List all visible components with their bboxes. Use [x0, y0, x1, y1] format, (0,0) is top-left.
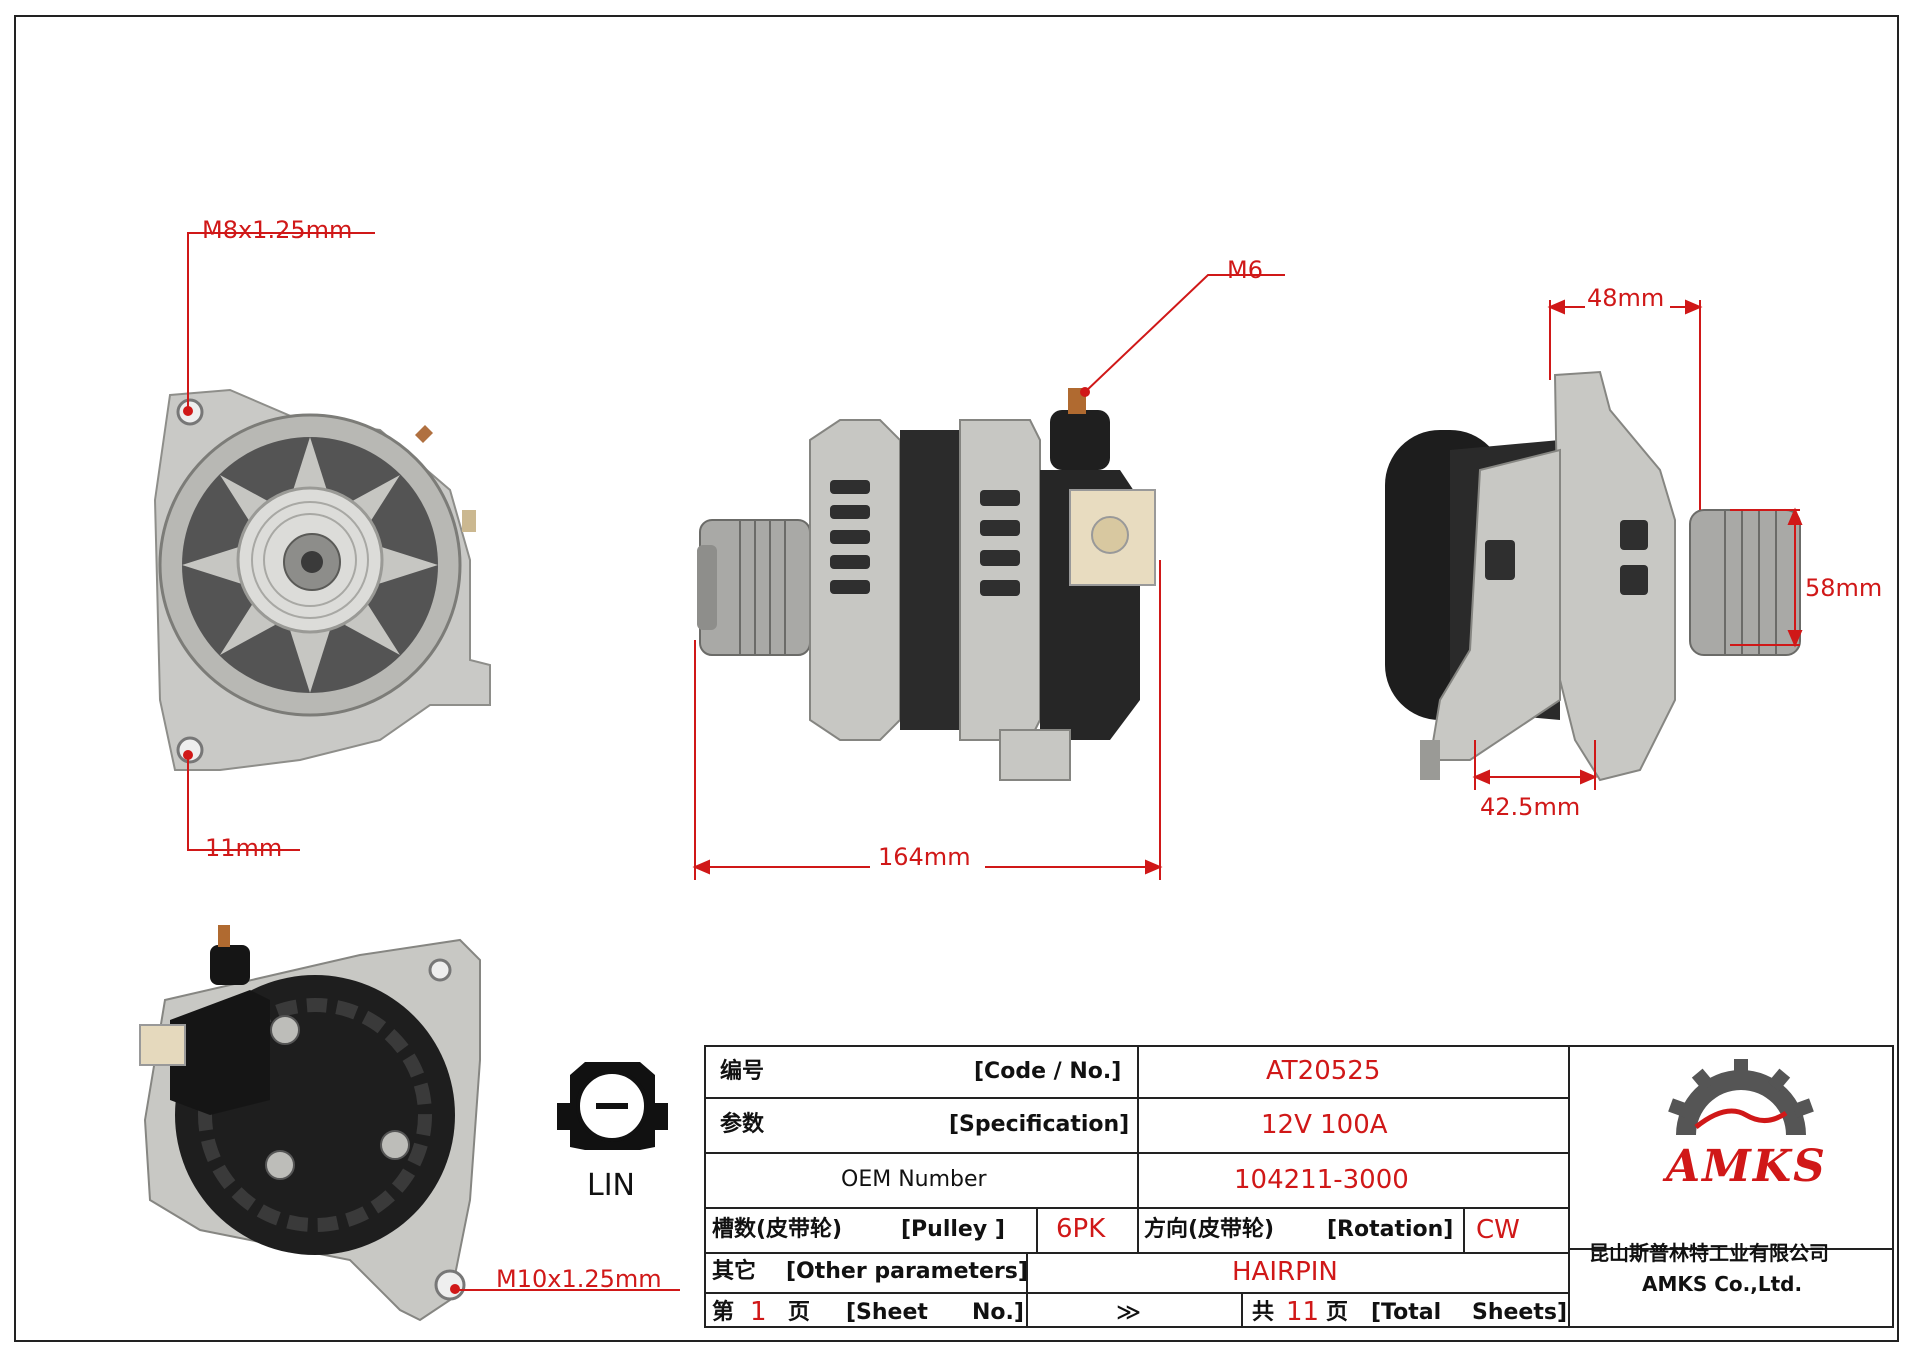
other-label-en: [Other parameters] [786, 1259, 1028, 1284]
dimension-hole-bottom: 11mm [205, 834, 283, 862]
other-label-cn: 其它 [712, 1259, 757, 1284]
sheet-label-en: [Sheet [846, 1300, 928, 1325]
dimension-length: 164mm [878, 843, 971, 871]
dimension-terminal: M6 [1227, 256, 1263, 284]
rear-side-view-image [1385, 370, 1801, 782]
dimension-width-48: 48mm [1587, 284, 1665, 312]
rotation-value: CW [1476, 1215, 1520, 1245]
sheet-prefix-cn: 第 [712, 1300, 735, 1325]
sheet-number: 1 [750, 1297, 767, 1327]
sheet-suffix-cn: 页 [788, 1300, 811, 1325]
total-label-en2: Sheets] [1472, 1300, 1568, 1325]
company-name-en: AMKS Co.,Ltd. [1642, 1272, 1803, 1296]
drawing-frame [14, 15, 1899, 1342]
total-label-en: [Total [1371, 1300, 1442, 1325]
total-prefix-cn: 共 [1252, 1300, 1275, 1325]
pulley-value: 6PK [1056, 1214, 1106, 1244]
oem-label: OEM Number [841, 1167, 987, 1192]
dimension-mount-width: 42.5mm [1480, 793, 1581, 821]
pulley-label-en: [Pulley ] [901, 1217, 1005, 1242]
dimension-pulley-diameter: 58mm [1805, 574, 1883, 602]
code-label-en: [Code / No.] [974, 1059, 1122, 1084]
rear-view-image [139, 925, 481, 1322]
company-name-cn: 昆山斯普林特工业有限公司 [1589, 1241, 1829, 1265]
spec-value: 12V 100A [1261, 1110, 1388, 1140]
dimension-thread-top: M8x1.25mm [202, 216, 353, 244]
rotation-label-cn: 方向(皮带轮) [1144, 1217, 1275, 1242]
total-suffix-cn: 页 [1326, 1300, 1349, 1325]
spec-label-en: [Specification] [949, 1112, 1130, 1137]
title-block: 编号 [Code / No.] AT20525 参数 [Specificatio… [704, 1045, 1894, 1328]
next-sheet-arrow: ≫ [1116, 1298, 1142, 1326]
dimension-thread-bottom: M10x1.25mm [496, 1265, 662, 1293]
code-value: AT20525 [1266, 1056, 1381, 1086]
front-view-image [153, 388, 491, 771]
spec-label-cn: 参数 [720, 1112, 765, 1137]
dimension-lines [183, 232, 1803, 1294]
lin-connector-icon [557, 1062, 668, 1150]
rotation-label-en: [Rotation] [1327, 1217, 1454, 1242]
oem-value: 104211-3000 [1234, 1165, 1409, 1195]
company-logo-text: AMKS [1666, 1141, 1827, 1192]
code-label-cn: 编号 [720, 1059, 765, 1084]
pulley-label-cn: 槽数(皮带轮) [712, 1217, 843, 1242]
lin-label: LIN [587, 1168, 636, 1203]
total-sheets: 11 [1286, 1297, 1320, 1327]
side-view-image [697, 388, 1156, 781]
sheet-label-en2: No.] [972, 1300, 1024, 1325]
gear-logo-icon [1668, 1059, 1814, 1135]
other-value: HAIRPIN [1232, 1257, 1338, 1287]
